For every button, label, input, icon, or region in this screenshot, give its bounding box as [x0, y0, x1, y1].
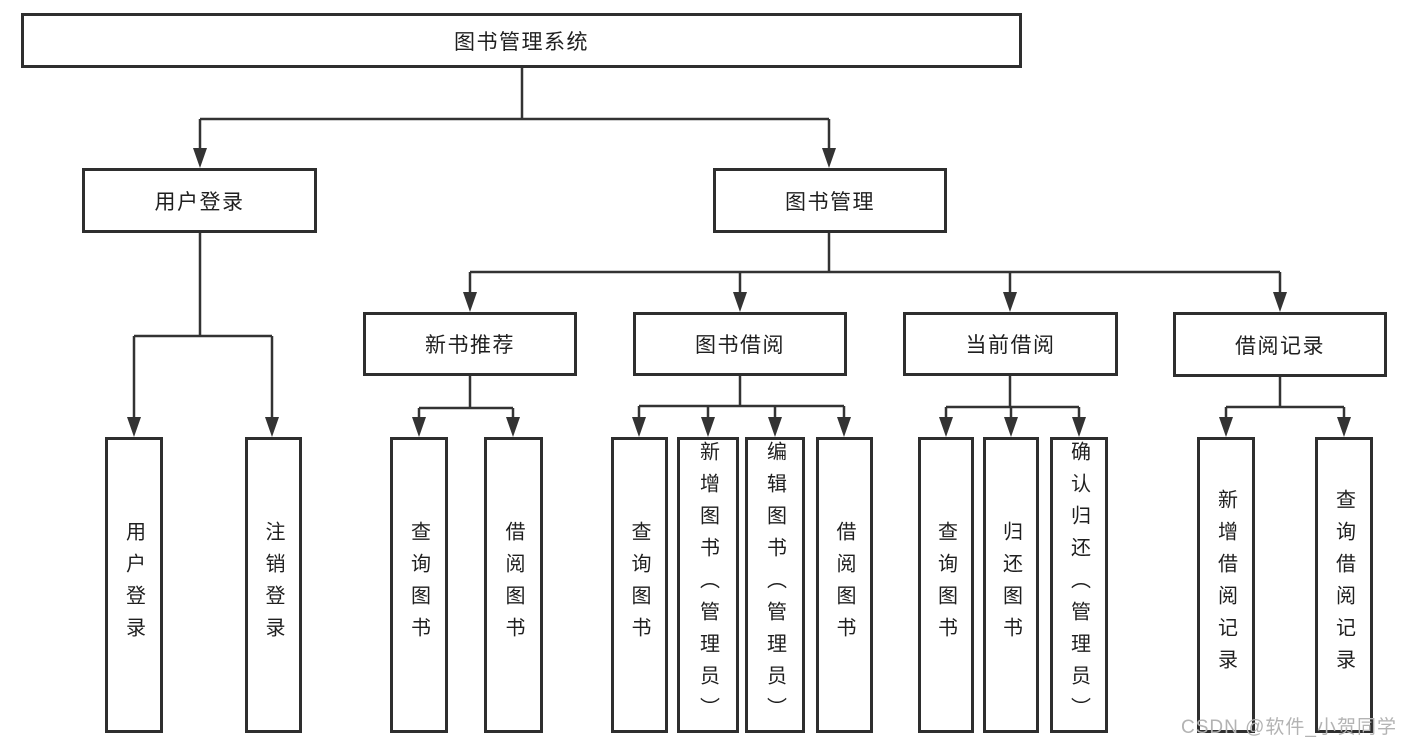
node-label: 查询借阅记录: [1332, 489, 1355, 681]
node-label: 新增借阅记录: [1214, 489, 1237, 681]
node-label: 新增图书（管理员）: [696, 441, 719, 729]
node-label: 图书管理: [785, 190, 875, 214]
tree-edges: [132, 68, 1346, 419]
node-borrowing-records: 借阅记录: [1173, 312, 1387, 377]
node-label: 借阅记录: [1235, 334, 1325, 358]
csdn-watermark: CSDN @软件_小贺同学: [1181, 717, 1397, 738]
node-label: 编辑图书（管理员）: [763, 441, 786, 729]
node-label: 确认归还（管理员）: [1067, 441, 1090, 729]
leaf-borrow-books: 借阅图书: [816, 437, 873, 733]
node-root: 图书管理系统: [21, 13, 1022, 68]
leaf-query-books-current: 查询图书: [918, 437, 974, 733]
leaf-logout-login: 注销登录: [245, 437, 302, 733]
node-label: 用户登录: [122, 521, 145, 649]
leaf-confirm-return-admin: 确认归还（管理员）: [1050, 437, 1108, 733]
leaf-return-books: 归还图书: [983, 437, 1039, 733]
node-label: 注销登录: [262, 521, 284, 649]
node-new-book-recommend: 新书推荐: [363, 312, 577, 376]
leaf-query-books-borrow: 查询图书: [611, 437, 668, 733]
leaf-query-books-recommend: 查询图书: [390, 437, 448, 733]
node-label: 图书管理系统: [454, 30, 589, 54]
leaf-user-login: 用户登录: [105, 437, 163, 733]
node-label: 借阅图书: [833, 521, 855, 649]
node-label: 归还图书: [999, 521, 1022, 649]
leaf-add-borrow-record: 新增借阅记录: [1197, 437, 1255, 733]
node-label: 新书推荐: [425, 334, 515, 357]
node-label: 查询图书: [407, 521, 430, 649]
node-current-borrowing: 当前借阅: [903, 312, 1118, 376]
node-label: 当前借阅: [965, 334, 1056, 357]
node-book-management: 图书管理: [713, 168, 947, 233]
node-user-login: 用户登录: [82, 168, 317, 233]
node-label: 查询图书: [628, 521, 650, 649]
node-label: 用户登录: [154, 190, 245, 214]
leaf-edit-books-admin: 编辑图书（管理员）: [745, 437, 805, 733]
leaf-add-books-admin: 新增图书（管理员）: [677, 437, 739, 733]
arrowheads: [127, 148, 1351, 437]
node-label: 查询图书: [934, 521, 957, 649]
node-book-borrowing: 图书借阅: [633, 312, 847, 376]
node-label: 图书借阅: [695, 334, 785, 357]
node-label: 借阅图书: [502, 521, 524, 649]
leaf-query-borrow-record: 查询借阅记录: [1315, 437, 1373, 733]
leaf-borrow-books-recommend: 借阅图书: [484, 437, 543, 733]
